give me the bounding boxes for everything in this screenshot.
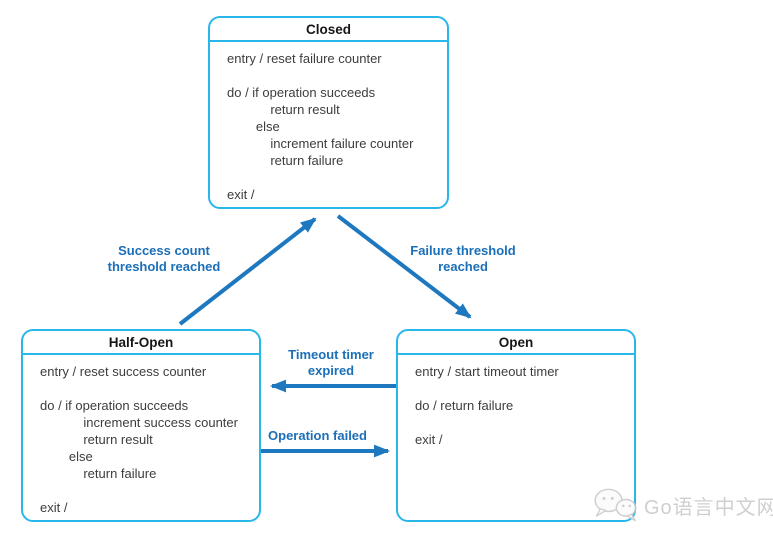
state-body-open: entry / start timeout timer do / return … [415, 364, 559, 447]
state-title-open: Open [398, 331, 634, 355]
state-body-closed: entry / reset failure counter do / if op… [227, 51, 414, 202]
state-title-half-open: Half-Open [23, 331, 259, 355]
state-title-closed: Closed [210, 18, 447, 42]
state-box-closed: Closed entry / reset failure counter do … [208, 16, 449, 209]
transition-label-failure-threshold-reached: Failure threshold reached [410, 243, 516, 274]
watermark: Go语言中文网 [591, 485, 773, 525]
transition-label-timeout-timer-expired: Timeout timer expired [288, 347, 374, 378]
transition-label-success-count-threshold-reached: Success count threshold reached [107, 243, 221, 274]
transition-label-operation-failed: Operation failed [268, 428, 367, 443]
state-box-open: Open entry / start timeout timer do / re… [396, 329, 636, 522]
chat-bubbles-icon [594, 488, 637, 522]
watermark-text: Go语言中文网 [644, 496, 773, 519]
state-box-half-open: Half-Open entry / reset success counter … [21, 329, 261, 522]
state-body-half-open: entry / reset success counter do / if op… [40, 364, 238, 515]
